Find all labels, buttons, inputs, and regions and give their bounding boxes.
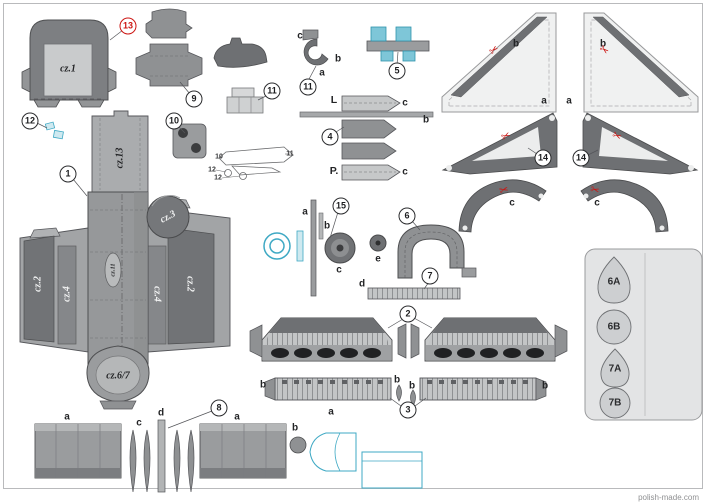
callout-2: 2 <box>399 305 417 323</box>
callout-5: 5 <box>388 62 406 80</box>
part-12-blue-bits <box>44 121 64 140</box>
label-e: e <box>375 253 381 265</box>
callout-6: 6 <box>398 207 416 225</box>
label-7b: 7B <box>608 397 622 409</box>
callout-10: 10 <box>165 112 183 130</box>
callout-12: 12 <box>21 112 39 130</box>
wing-panels <box>441 12 699 233</box>
label-cz2: cz.2 <box>184 276 196 292</box>
callout-14: 14 <box>572 149 590 167</box>
label-6a: 6A <box>607 276 621 288</box>
label-b: b <box>541 380 549 392</box>
label-c: c <box>402 166 408 178</box>
part-9 <box>135 8 203 87</box>
callout-4: 4 <box>321 128 339 146</box>
callout-13: 13 <box>119 17 137 35</box>
label-d: d <box>157 407 165 419</box>
callout-1: 1 <box>59 165 77 183</box>
assembly-diagram <box>215 146 294 180</box>
label-7a: 7A <box>608 363 622 375</box>
label-d: d <box>358 278 366 290</box>
callout-9: 9 <box>185 90 203 108</box>
callout-3: 3 <box>399 401 417 419</box>
part-6 <box>397 224 477 279</box>
label-b: b <box>599 38 607 50</box>
label-b: b <box>393 374 401 386</box>
part-5 <box>366 26 430 62</box>
callout-11: 11 <box>263 82 281 100</box>
label-c: c <box>402 97 408 109</box>
label-a: a <box>328 406 334 418</box>
part-8 <box>34 419 307 493</box>
label-cz4: cz.4 <box>151 286 163 302</box>
scissors-icon: ✂ <box>588 183 601 198</box>
part-3 <box>264 377 547 407</box>
label-cz13: cz.13 <box>114 147 126 169</box>
label-c: c <box>136 417 142 429</box>
label-b: b <box>323 220 331 232</box>
scissors-icon: ✂ <box>499 129 514 144</box>
label-b: b <box>334 53 342 65</box>
callout-8: 8 <box>210 399 228 417</box>
label-12: 12 <box>208 166 216 174</box>
label-11: 11 <box>286 150 294 158</box>
label-b: b <box>259 379 267 391</box>
label-p: P. <box>329 165 339 177</box>
label-b: b <box>408 380 416 392</box>
label-c: c <box>594 197 600 209</box>
label-c: c <box>297 30 303 42</box>
label-b: b <box>512 38 520 50</box>
part-7 <box>367 287 461 300</box>
scissors-icon: ✂ <box>486 42 502 58</box>
watermark: polish-made.com <box>638 493 699 502</box>
label-cz1: cz.1 <box>60 63 76 75</box>
part-2 <box>249 317 568 362</box>
label-cz3: cz.3 <box>158 208 178 226</box>
callout-14: 14 <box>534 149 552 167</box>
part-10 <box>172 123 207 159</box>
label-cz4: cz.4 <box>61 286 73 302</box>
part-11-ring <box>302 29 329 66</box>
part-cz1 <box>21 19 117 108</box>
part-hull <box>213 37 268 68</box>
reference-panel <box>584 248 703 421</box>
callout-7: 7 <box>421 267 439 285</box>
scissors-icon: ✂ <box>609 129 624 144</box>
label-b: b <box>291 422 299 434</box>
label-cz2: cz.2 <box>32 276 44 292</box>
label-a: a <box>566 95 572 107</box>
part-11-box <box>226 87 264 114</box>
label-a: a <box>234 411 240 423</box>
label-cz67: cz.6/7 <box>106 370 130 382</box>
part-4 <box>299 95 434 181</box>
label-6b: 6B <box>607 321 621 333</box>
blue-wireframes <box>309 432 423 489</box>
label-c: c <box>336 264 342 276</box>
label-cz11: cz.11 <box>109 263 117 277</box>
part-1-fuselage <box>19 110 231 410</box>
scissors-icon: ✂ <box>498 183 511 198</box>
label-12: 12 <box>214 174 222 182</box>
label-l: L <box>330 94 338 106</box>
scissors-icon: ✂ <box>596 42 612 58</box>
label-b: b <box>422 114 430 126</box>
label-a: a <box>319 67 325 79</box>
part-15 <box>263 199 387 297</box>
callout-11: 11 <box>299 78 317 96</box>
label-10: 10 <box>215 153 223 161</box>
callout-15: 15 <box>332 197 350 215</box>
label-c: c <box>509 197 515 209</box>
label-a: a <box>302 206 308 218</box>
label-a: a <box>541 95 547 107</box>
label-a: a <box>64 411 70 423</box>
